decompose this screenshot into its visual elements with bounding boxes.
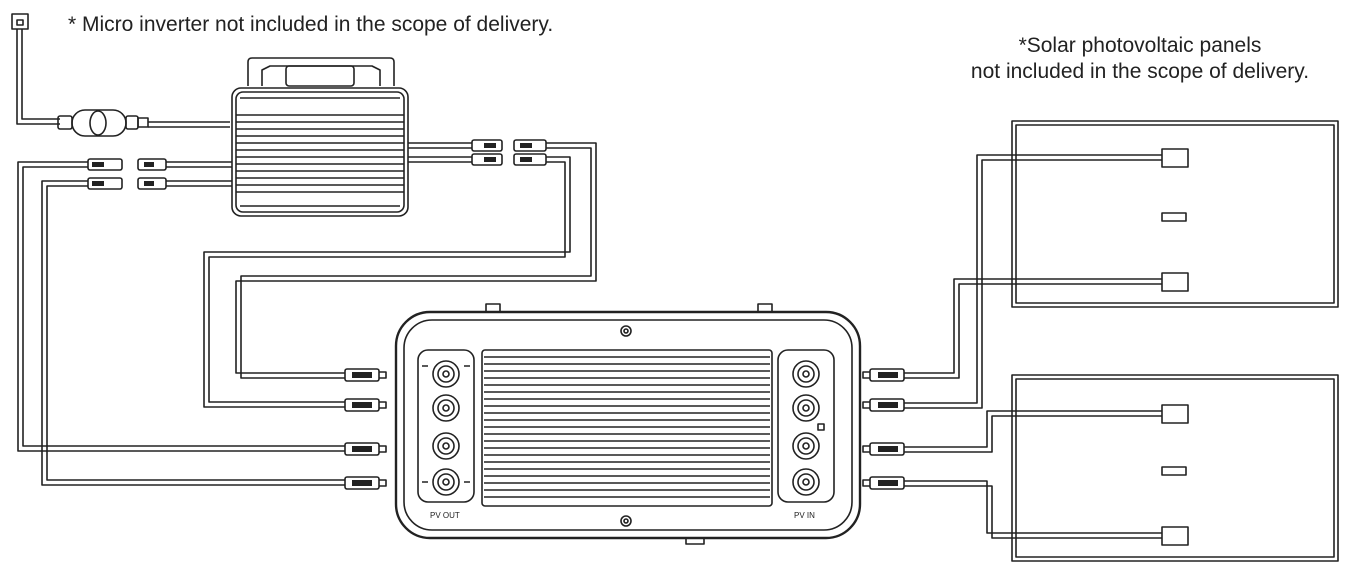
- inverter-to-battery-cables: [17, 142, 597, 486]
- micro-inverter: [231, 57, 409, 217]
- inverter-right-pigtails: [408, 142, 472, 163]
- battery-pv-in-plugs: [862, 368, 905, 490]
- inverter-left-pigtails: [166, 161, 232, 187]
- ac-filter-connector: [57, 109, 149, 137]
- solar-panel-top: [1011, 120, 1339, 308]
- pv-in-ports: [792, 360, 825, 496]
- pv-out-ports: [422, 360, 470, 496]
- solar-panels-note-line2: not included in the scope of delivery.: [970, 60, 1310, 83]
- ac-plug-icon: [11, 13, 29, 30]
- solar-panels-note: *Solar photovoltaic panels not included …: [920, 33, 1359, 85]
- micro-inverter-note: * Micro inverter not included in the sco…: [68, 13, 554, 36]
- pv-out-label: PV OUT: [430, 511, 460, 520]
- ac-cable: [16, 29, 230, 128]
- battery-pv-out-plugs: [344, 368, 387, 490]
- battery-unit: [394, 303, 862, 545]
- battery-to-panel-cables: [904, 154, 1162, 539]
- pv-in-label: PV IN: [794, 511, 815, 520]
- solar-panels-note-line1: *Solar photovoltaic panels: [1018, 34, 1262, 57]
- solar-panel-bottom: [1011, 374, 1339, 562]
- mc4-connector-icon: [87, 139, 547, 190]
